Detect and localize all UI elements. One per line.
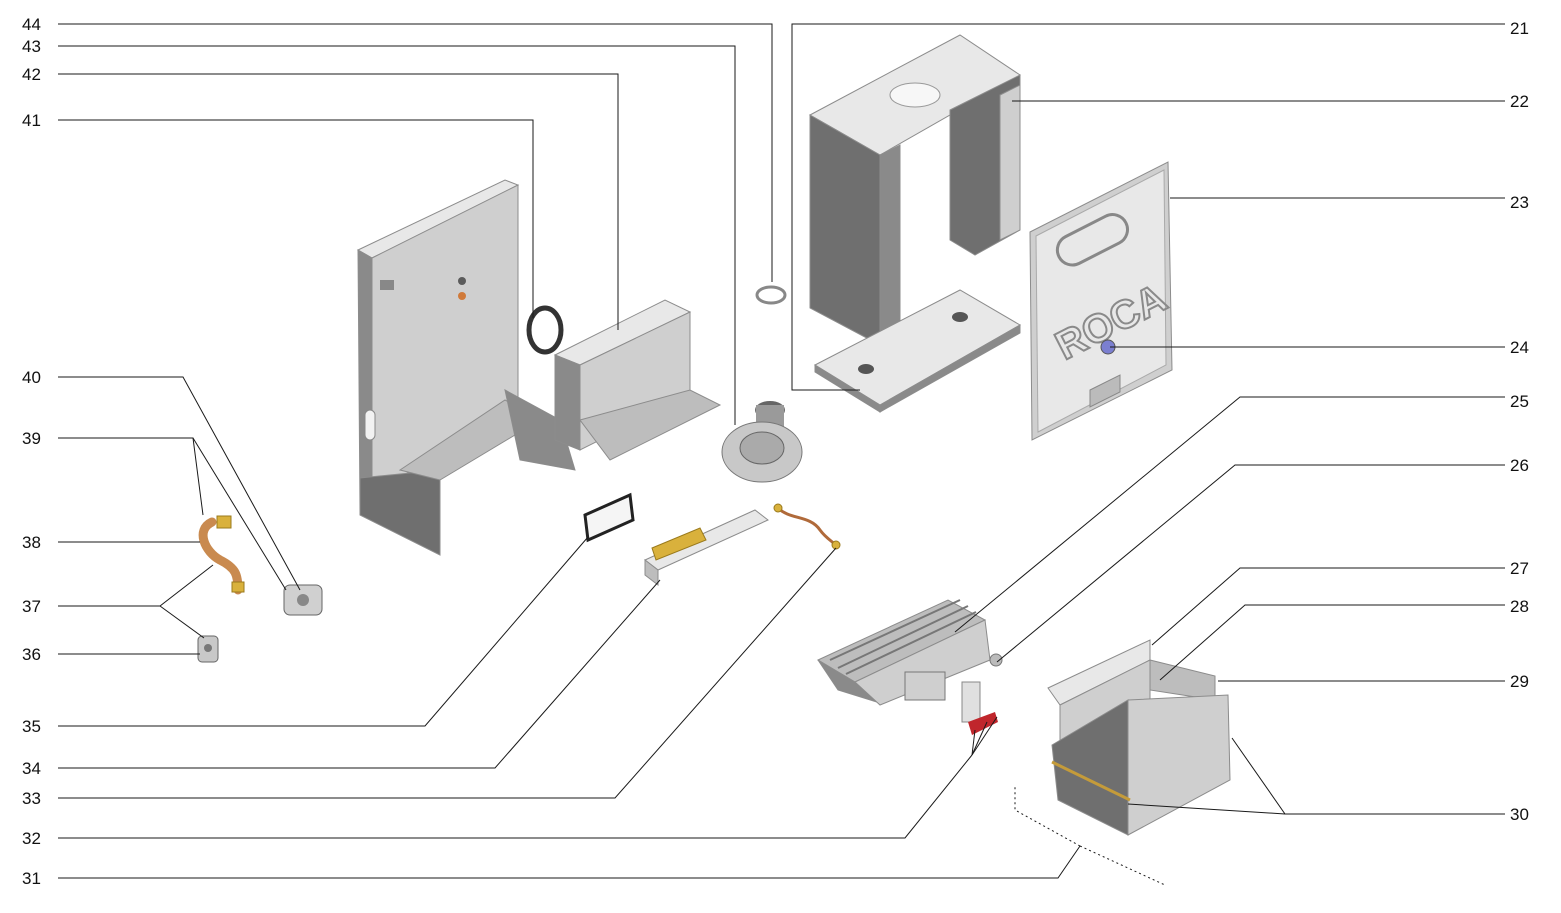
callout-42: 42 [22,65,41,84]
callout-28: 28 [1510,597,1529,616]
left-callouts: 44 43 42 41 40 39 38 37 36 35 34 33 32 3… [22,15,41,888]
callout-30: 30 [1510,805,1529,824]
callout-32: 32 [22,829,41,848]
callout-27: 27 [1510,559,1529,578]
valve-block-part [283,584,323,616]
frame-gasket-part [583,492,635,543]
callout-43: 43 [22,37,41,56]
callout-40: 40 [22,368,41,387]
bottom-tray-part [813,289,1021,413]
callout-37: 37 [22,597,41,616]
back-chassis-part [356,179,576,556]
callout-36: 36 [22,645,41,664]
fan-motor-part [721,401,803,483]
callout-24: 24 [1510,338,1529,357]
callout-21: 21 [1510,19,1529,38]
front-cover-part: ROCA [1029,161,1175,441]
burner-ramp-part [644,509,769,587]
fan-hood-part [553,299,722,461]
callout-29: 29 [1510,672,1529,691]
callout-39: 39 [22,429,41,448]
callout-23: 23 [1510,193,1529,212]
copper-pipe-part [198,515,245,595]
casing-frame-part [808,34,1021,346]
callout-31: 31 [22,869,41,888]
callout-35: 35 [22,717,41,736]
callout-38: 38 [22,533,41,552]
combustion-chamber-part [1047,639,1231,836]
small-fitting-part [197,635,219,663]
callout-44: 44 [22,15,41,34]
callout-41: 41 [22,111,41,130]
small-cap-part [989,653,1003,667]
heat-exchanger-part [816,599,991,706]
sensor-electrodes-part [961,681,998,735]
callout-22: 22 [1510,92,1529,111]
callout-25: 25 [1510,392,1529,411]
gasket-ring-part [755,285,787,305]
callout-33: 33 [22,789,41,808]
right-callouts: 21 22 23 24 25 26 27 28 29 30 [1510,19,1529,824]
callout-26: 26 [1510,456,1529,475]
electrode-cable-part [773,503,841,550]
callout-34: 34 [22,759,41,778]
leader-lines [58,23,1505,886]
